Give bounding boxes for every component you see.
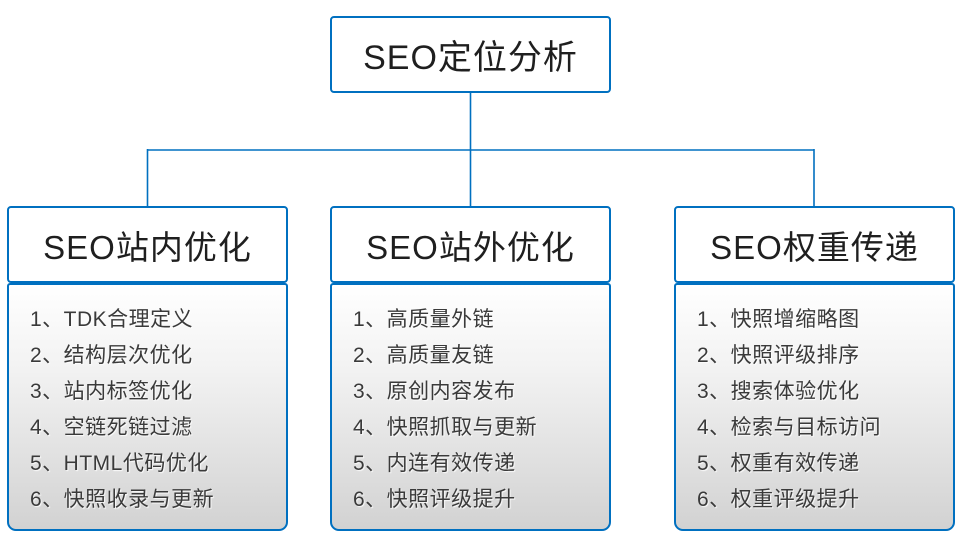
list-item: 5、HTML代码优化 [30,452,209,475]
branch-weight-body: 1、快照增缩略图 2、快照评级排序 3、搜索体验优化 4、检索与目标访问 5、权… [674,283,955,531]
root-node-seo-positioning: SEO定位分析 [330,16,611,93]
list-item: 4、快照抓取与更新 [353,416,538,439]
list-item: 2、高质量友链 [353,344,495,367]
branch-onsite-header: SEO站内优化 [7,206,288,283]
list-item: 4、空链死链过滤 [30,416,193,439]
branch-onsite-item-list: 1、TDK合理定义 2、结构层次优化 3、站内标签优化 4、空链死链过滤 5、H… [30,302,286,518]
list-item: 5、权重有效传递 [697,452,860,475]
branch-offsite-body: 1、高质量外链 2、高质量友链 3、原创内容发布 4、快照抓取与更新 5、内连有… [330,283,611,531]
list-item: 3、站内标签优化 [30,380,193,403]
branch-weight-item-list: 1、快照增缩略图 2、快照评级排序 3、搜索体验优化 4、检索与目标访问 5、权… [697,302,953,518]
branch-weight-title: SEO权重传递 [710,228,919,266]
list-item: 1、高质量外链 [353,308,495,331]
branch-offsite-title: SEO站外优化 [366,228,575,266]
list-item: 3、搜索体验优化 [697,380,860,403]
branch-weight-header: SEO权重传递 [674,206,955,283]
list-item: 4、检索与目标访问 [697,416,882,439]
list-item: 6、权重评级提升 [697,488,860,511]
list-item: 6、快照收录与更新 [30,488,215,511]
branch-offsite-header: SEO站外优化 [330,206,611,283]
list-item: 6、快照评级提升 [353,488,516,511]
root-node-label: SEO定位分析 [363,39,578,77]
branch-onsite-title: SEO站内优化 [43,228,252,266]
list-item: 5、内连有效传递 [353,452,516,475]
branch-offsite-item-list: 1、高质量外链 2、高质量友链 3、原创内容发布 4、快照抓取与更新 5、内连有… [353,302,609,518]
list-item: 2、结构层次优化 [30,344,193,367]
branch-onsite-body: 1、TDK合理定义 2、结构层次优化 3、站内标签优化 4、空链死链过滤 5、H… [7,283,288,531]
list-item: 2、快照评级排序 [697,344,860,367]
list-item: 1、TDK合理定义 [30,308,194,331]
list-item: 1、快照增缩略图 [697,308,860,331]
list-item: 3、原创内容发布 [353,380,516,403]
